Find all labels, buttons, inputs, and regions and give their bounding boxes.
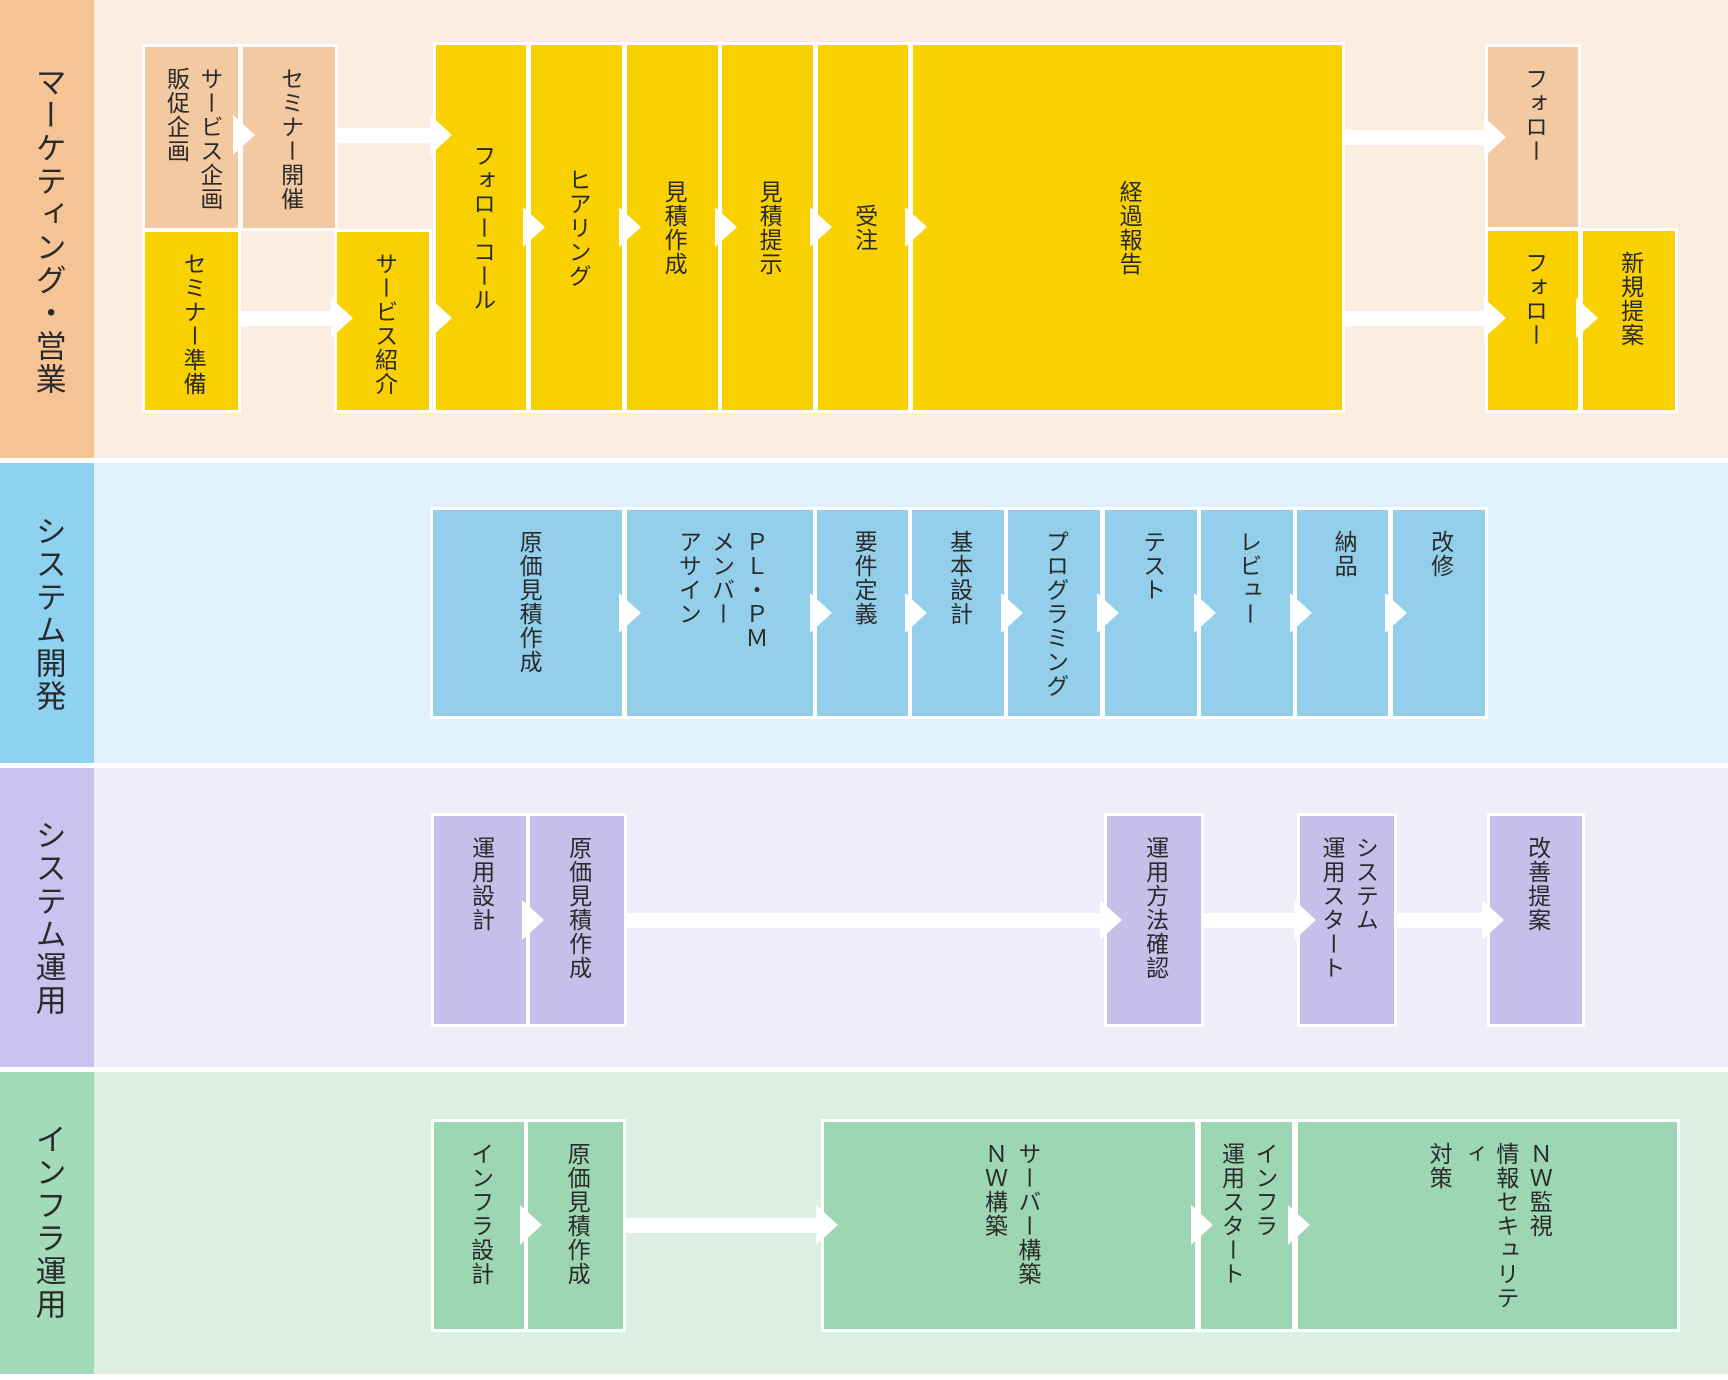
lane-divider bbox=[0, 458, 1728, 463]
arrow-right-icon bbox=[1288, 1205, 1310, 1245]
bottom-margin bbox=[0, 1374, 1728, 1380]
process-box-nw-monitoring-security: ＮＷ監視 情報セキュリティ 対策 bbox=[1298, 1122, 1677, 1329]
lane-label-text: システム運用 bbox=[29, 819, 66, 1017]
process-box-seminar-prep: セミナー準備 bbox=[145, 232, 238, 410]
process-box-follow-call: フォローコール bbox=[436, 45, 526, 410]
arrow-line bbox=[335, 128, 433, 143]
process-box-server-nw-build: サーバー構築 ＮＷ構築 bbox=[824, 1122, 1195, 1329]
arrow-right-icon bbox=[331, 298, 353, 338]
arrow-right-icon bbox=[1484, 298, 1506, 338]
process-box-dev-cost-estimate: 原価見積作成 bbox=[433, 510, 622, 716]
arrow-right-icon bbox=[522, 900, 544, 940]
process-box-delivery: 納品 bbox=[1297, 510, 1388, 716]
process-box-revision: 改修 bbox=[1393, 510, 1485, 716]
lane-divider bbox=[0, 763, 1728, 768]
arrow-right-icon bbox=[816, 1205, 838, 1245]
arrow-right-icon bbox=[1290, 593, 1312, 633]
process-box-test: テスト bbox=[1105, 510, 1197, 716]
arrow-right-icon bbox=[233, 115, 255, 155]
process-box-new-proposal: 新規提案 bbox=[1583, 231, 1675, 410]
lane-label-text: インフラ運用 bbox=[29, 1123, 66, 1321]
arrow-right-icon bbox=[810, 207, 832, 247]
lane-divider bbox=[0, 1067, 1728, 1072]
arrow-right-icon bbox=[523, 207, 545, 247]
arrow-right-icon bbox=[619, 207, 641, 247]
process-box-pl-pm-assign: ＰＬ・ＰＭ メンバー アサイン bbox=[627, 510, 813, 716]
arrow-right-icon bbox=[1294, 900, 1316, 940]
arrow-right-icon bbox=[905, 207, 927, 247]
process-box-improvement-proposal: 改善提案 bbox=[1490, 816, 1582, 1024]
arrow-right-icon bbox=[1482, 900, 1504, 940]
process-box-programming: プログラミング bbox=[1008, 510, 1100, 716]
arrow-line bbox=[1342, 130, 1486, 145]
process-box-infra-design: インフラ設計 bbox=[434, 1122, 524, 1329]
process-box-operation-design: 運用設計 bbox=[434, 816, 526, 1024]
arrow-right-icon bbox=[1576, 298, 1598, 338]
process-box-quote-presentation: 見積提示 bbox=[722, 45, 813, 410]
arrow-line bbox=[624, 913, 1104, 928]
lane-label-text: システム開発 bbox=[29, 514, 66, 713]
arrow-right-icon bbox=[810, 593, 832, 633]
arrow-right-icon bbox=[1097, 593, 1119, 633]
process-box-quote-creation: 見積作成 bbox=[627, 45, 718, 410]
process-box-review: レビュー bbox=[1201, 510, 1293, 716]
process-box-progress-report: 経過報告 bbox=[913, 45, 1342, 410]
arrow-line bbox=[623, 1218, 820, 1233]
process-box-infra-operation-start: インフラ 運用スタート bbox=[1201, 1122, 1292, 1329]
process-box-hearing: ヒアリング bbox=[531, 45, 622, 410]
arrow-line bbox=[1201, 913, 1298, 928]
arrow-right-icon bbox=[715, 207, 737, 247]
lane-label-system-operation: システム運用 bbox=[0, 766, 94, 1070]
arrow-right-icon bbox=[1100, 900, 1122, 940]
arrow-line bbox=[238, 311, 335, 326]
arrow-right-icon bbox=[1191, 1205, 1213, 1245]
process-box-infra-cost-estimate: 原価見積作成 bbox=[528, 1122, 623, 1329]
lane-label-infra-operation: インフラ運用 bbox=[0, 1070, 94, 1374]
process-box-basic-design: 基本設計 bbox=[912, 510, 1004, 716]
arrow-right-icon bbox=[430, 115, 452, 155]
process-box-service-promo-planning: サービス企画 販促企画 bbox=[145, 47, 238, 228]
process-box-order-received: 受注 bbox=[818, 45, 908, 410]
lane-label-text: マーケティング・営業 bbox=[29, 65, 66, 396]
arrow-right-icon bbox=[619, 593, 641, 633]
arrow-right-icon bbox=[1194, 593, 1216, 633]
arrow-right-icon bbox=[1001, 593, 1023, 633]
arrow-right-icon bbox=[1385, 593, 1407, 633]
arrow-right-icon bbox=[520, 1205, 542, 1245]
arrow-right-icon bbox=[430, 298, 452, 338]
arrow-right-icon bbox=[1484, 117, 1506, 157]
process-box-ops-cost-estimate: 原価見積作成 bbox=[530, 816, 624, 1024]
lane-label-marketing-sales: マーケティング・営業 bbox=[0, 0, 94, 461]
process-box-operation-method-check: 運用方法確認 bbox=[1107, 816, 1201, 1024]
arrow-line bbox=[1342, 311, 1486, 326]
process-box-seminar-hold: セミナー開催 bbox=[243, 47, 335, 228]
arrow-line bbox=[1394, 913, 1487, 928]
lane-label-system-development: システム開発 bbox=[0, 461, 94, 766]
process-box-requirements: 要件定義 bbox=[817, 510, 908, 716]
arrow-right-icon bbox=[905, 593, 927, 633]
